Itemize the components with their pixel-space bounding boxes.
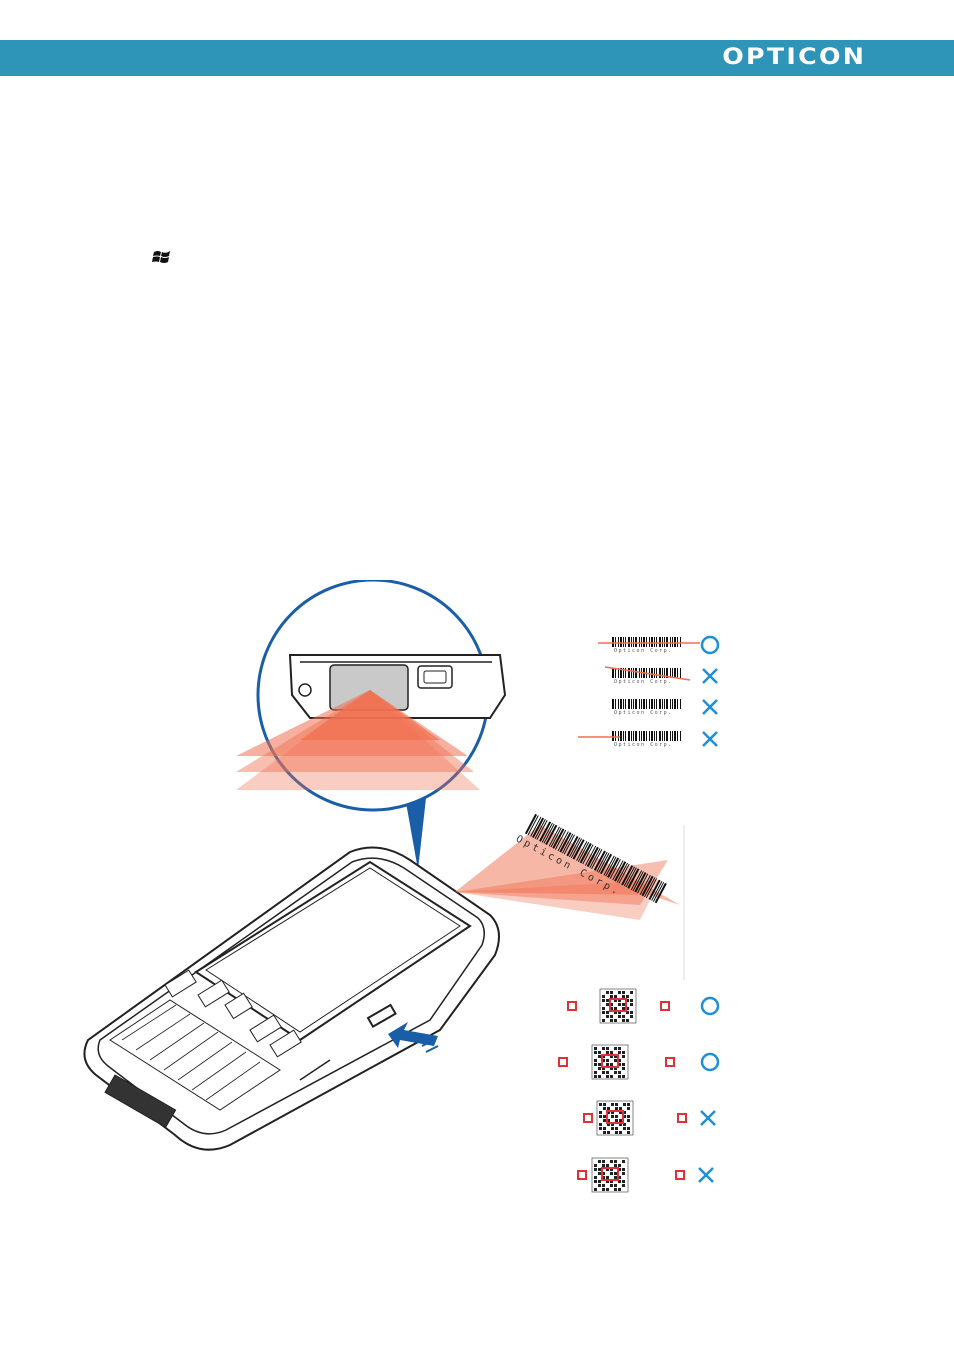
ng-cross-icon (702, 699, 718, 715)
ok-circle-icon (700, 635, 720, 655)
press-trigger-arrow (388, 1022, 439, 1053)
ng-cross-icon (702, 731, 718, 747)
ok-circle-icon (700, 996, 720, 1016)
ng-cross-icon (702, 668, 718, 684)
barcode-caption: Opticon Corp. (614, 648, 673, 654)
scanning-illustration: Opticon Corp. Opticon Corp.Opticon Corp.… (83, 580, 720, 1193)
scan-beam-layers (236, 690, 480, 790)
ng-cross-icon (698, 1167, 714, 1183)
ok-circle-icon (700, 1052, 720, 1072)
barcode-caption: Opticon Corp. (614, 742, 673, 748)
handheld-terminal (83, 846, 500, 1151)
2d-code-examples (558, 988, 720, 1193)
twod-example-row (558, 1044, 720, 1080)
keyboard-keys (109, 999, 281, 1111)
ng-cross-icon (700, 1110, 716, 1126)
barcode-caption: Opticon Corp. (614, 710, 673, 716)
barcode-caption: Opticon Corp. (614, 679, 673, 685)
linear-example-row: Opticon Corp. (604, 666, 718, 685)
twod-example-row (583, 1100, 716, 1136)
linear-example-row: Opticon Corp. (598, 635, 720, 655)
opticon-logo: OPTICON (721, 45, 866, 70)
linear-example-row: Opticon Corp. (612, 699, 718, 716)
linear-barcode-examples: Opticon Corp. Opticon Corp. Opticon Corp. O… (578, 635, 720, 748)
linear-example-row: Opticon Corp. (578, 731, 718, 748)
header-band: OPTICON (0, 40, 954, 76)
windows-start-icon (152, 251, 170, 263)
twod-example-row (577, 1157, 714, 1193)
device-scan-beam (455, 825, 680, 920)
twod-example-row (567, 988, 720, 1024)
